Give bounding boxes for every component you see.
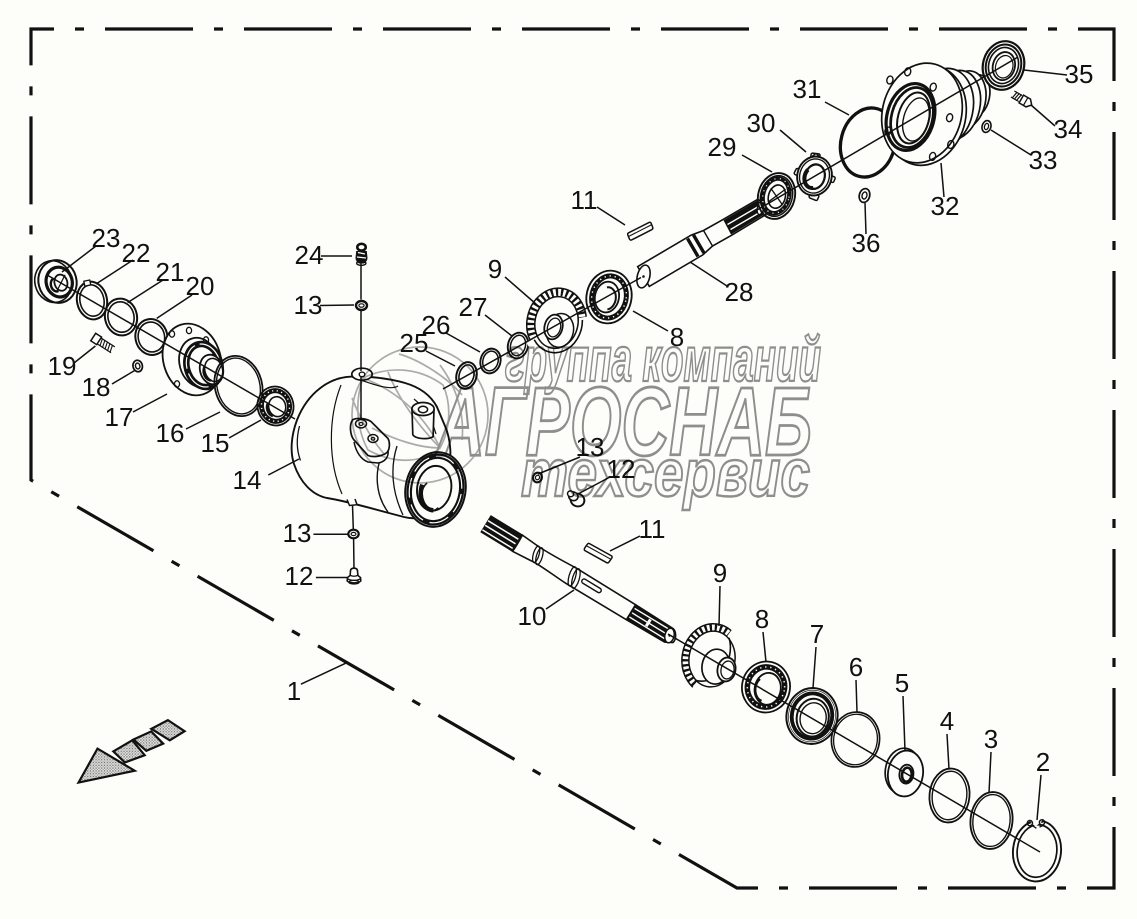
- svg-text:30: 30: [747, 108, 776, 138]
- svg-text:4: 4: [940, 706, 954, 736]
- svg-text:11: 11: [571, 185, 598, 215]
- svg-text:2: 2: [1036, 747, 1050, 777]
- svg-text:29: 29: [708, 132, 737, 162]
- svg-text:35: 35: [1065, 59, 1094, 89]
- svg-text:12: 12: [285, 561, 314, 591]
- svg-text:25: 25: [400, 328, 429, 358]
- svg-text:7: 7: [810, 619, 824, 649]
- svg-text:19: 19: [48, 351, 77, 381]
- svg-text:техсервис: техсервис: [521, 436, 810, 511]
- svg-text:18: 18: [82, 372, 111, 402]
- svg-text:26: 26: [422, 310, 451, 340]
- svg-text:27: 27: [459, 292, 488, 322]
- svg-text:6: 6: [849, 652, 863, 682]
- svg-text:8: 8: [670, 322, 684, 352]
- svg-text:14: 14: [233, 465, 262, 495]
- svg-text:1: 1: [287, 676, 301, 706]
- svg-text:28: 28: [725, 277, 754, 307]
- svg-text:13: 13: [294, 290, 323, 320]
- svg-text:12: 12: [607, 454, 636, 484]
- svg-text:группа компаний: группа компаний: [505, 325, 821, 395]
- svg-text:22: 22: [122, 238, 151, 268]
- svg-text:13: 13: [576, 432, 605, 462]
- svg-text:24: 24: [295, 240, 324, 270]
- svg-text:9: 9: [713, 558, 727, 588]
- svg-text:16: 16: [156, 418, 185, 448]
- svg-text:3: 3: [984, 724, 998, 754]
- svg-text:31: 31: [793, 74, 822, 104]
- svg-text:10: 10: [518, 601, 547, 631]
- svg-text:8: 8: [755, 604, 769, 634]
- svg-text:13: 13: [283, 518, 312, 548]
- svg-text:АГРОСНАБ: АГРОСНАБ: [436, 367, 812, 476]
- svg-text:9: 9: [488, 254, 502, 284]
- svg-text:17: 17: [105, 402, 134, 432]
- svg-text:11: 11: [639, 514, 666, 544]
- svg-text:34: 34: [1054, 114, 1083, 144]
- svg-text:33: 33: [1029, 145, 1058, 175]
- svg-text:32: 32: [931, 191, 960, 221]
- svg-text:15: 15: [201, 428, 230, 458]
- svg-text:23: 23: [92, 223, 121, 253]
- svg-text:5: 5: [895, 668, 909, 698]
